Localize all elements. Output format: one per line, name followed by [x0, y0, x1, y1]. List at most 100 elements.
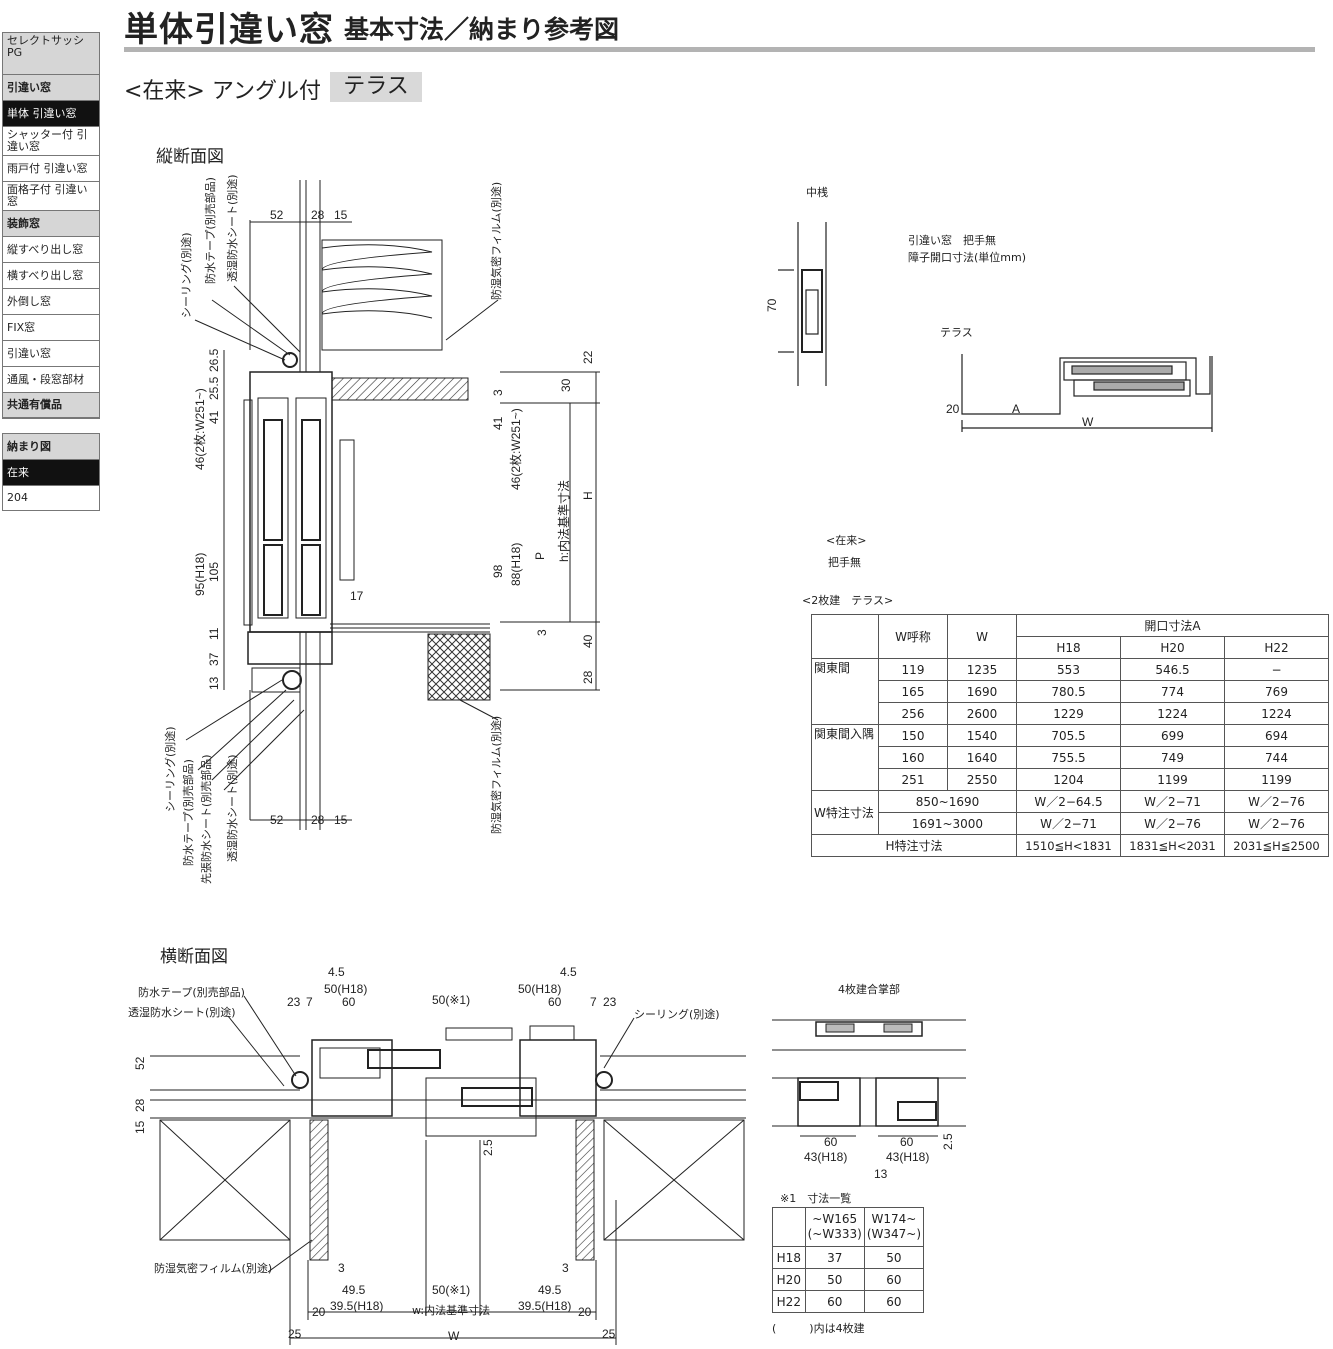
horizontal-section-drawing	[150, 995, 746, 1345]
sidebar-item-a-7[interactable]: 横すべり出し窓	[2, 262, 100, 288]
small-th-empty	[772, 1207, 806, 1247]
dim-right-28: 28	[581, 670, 595, 684]
table-caption-line1: <在来>	[826, 534, 866, 547]
table-cell: 1229	[1016, 702, 1121, 725]
sidebar-item-label: 共通有償品	[7, 398, 62, 411]
table-cell: 705.5	[1016, 724, 1121, 747]
hdim-w: W	[448, 1329, 460, 1343]
sidebar-item-b-1[interactable]: 在来	[2, 459, 100, 485]
table-cell: 546.5	[1120, 658, 1225, 681]
sidebar-item-label: 通風・段窓部材	[7, 372, 84, 386]
sidebar-item-label: 在来	[7, 465, 29, 479]
page-subtitle: 基本寸法／納まり参考図	[344, 15, 620, 44]
table-cell: 755.5	[1016, 746, 1121, 769]
hdim-20-left: 20	[312, 1305, 326, 1319]
dim-left-37: 37	[207, 652, 221, 666]
table-cell: 1831≦H<2031	[1120, 834, 1225, 857]
horizontal-section-annotations: 防水テープ(別売部品) 透湿防水シート(別途) シーリング(別途) 防湿気密フィ…	[128, 965, 720, 1343]
sidebar-item-a-2[interactable]: シャッター付 引違い窓	[2, 126, 100, 155]
table-cell: 1235	[947, 658, 1017, 681]
sidebar-item-a-0[interactable]: 引違い窓	[2, 74, 100, 100]
terrace-dim-20: 20	[946, 402, 960, 416]
four-panel-title: 4枚建合掌部	[838, 982, 900, 996]
th-empty	[811, 614, 879, 659]
table-cell: 1199	[1120, 768, 1225, 791]
four-dim-60-left: 60	[824, 1135, 838, 1149]
hdim-25-left: 25	[288, 1327, 302, 1341]
hlabel-sealing: シーリング(別途)	[634, 1007, 720, 1021]
hdim-49-5-right: 49.5	[538, 1283, 562, 1297]
sidebar-item-a-9[interactable]: FIX窓	[2, 314, 100, 340]
hdim-23-right: 23	[603, 995, 617, 1009]
mullion-drawing	[778, 222, 827, 386]
table-cell: H20	[772, 1268, 806, 1291]
table-cell: 780.5	[1016, 680, 1121, 703]
table-cell: 850~1690	[878, 790, 1017, 813]
dim-top-28: 28	[311, 208, 325, 222]
table-cell: W／2−71	[1120, 790, 1225, 813]
sidebar-item-a-6[interactable]: 縦すべり出し窓	[2, 236, 100, 262]
label-sealing-bottom: シーリング(別途)	[163, 726, 177, 812]
hdim-left-52: 52	[133, 1056, 147, 1070]
table-cell: 1510≦H<1831	[1016, 834, 1121, 857]
table-cell: 160	[878, 746, 948, 769]
hdim-39-5-left: 39.5(H18)	[330, 1299, 383, 1313]
table-cell: W／2−64.5	[1016, 790, 1121, 813]
four-panel-drawing	[772, 1019, 966, 1137]
sidebar-item-b-0[interactable]: 納まり図	[2, 433, 100, 459]
terrace-detail-drawing	[961, 354, 1213, 432]
terrace-tag: テラス	[330, 72, 422, 102]
sidebar-item-label: FIX窓	[7, 320, 36, 334]
sidebar-item-a-10[interactable]: 引違い窓	[2, 340, 100, 366]
dim-right-30: 30	[559, 378, 573, 392]
sidebar-item-a-4[interactable]: 面格子付 引違い窓	[2, 181, 100, 210]
sidebar-item-a-12[interactable]: 共通有償品	[2, 392, 100, 418]
table-cell: 699	[1120, 724, 1225, 747]
sidebar-item-a-5[interactable]: 装飾窓	[2, 210, 100, 236]
four-dim-60-right: 60	[900, 1135, 914, 1149]
dim-right-40: 40	[581, 634, 595, 648]
th-w-name: W呼称	[878, 614, 948, 659]
sidebar-item-a-3[interactable]: 雨戸付 引違い窓	[2, 155, 100, 181]
table-cell: 1640	[947, 746, 1017, 769]
hdim-4-5-right: 4.5	[560, 965, 577, 979]
sidebar-item-label: 縦すべり出し窓	[7, 242, 84, 256]
table-cell: W／2−76	[1120, 812, 1225, 835]
table-cell: W／2−76	[1224, 790, 1329, 813]
table-cell: H22	[772, 1290, 806, 1313]
table-cell: 251	[878, 768, 948, 791]
sidebar-product[interactable]: セレクトサッシ PG	[2, 32, 100, 74]
sidebar-item-a-11[interactable]: 通風・段窓部材	[2, 366, 100, 392]
table-cell: 60	[863, 1268, 925, 1291]
dim-left-46: 46(2枚:W251~)	[192, 388, 207, 470]
sidebar-item-label: 面格子付 引違い窓	[7, 183, 88, 208]
table-cell: 2600	[947, 702, 1017, 725]
dim-bottom-52: 52	[270, 813, 284, 827]
table-cell: H特注寸法	[811, 834, 1017, 857]
sidebar-item-label: 納まり図	[7, 439, 51, 453]
small-table-caption: ※1 寸法一覧	[780, 1191, 851, 1205]
sidebar-item-a-8[interactable]: 外倒し窓	[2, 288, 100, 314]
small-table-footnote: ( )内は4枚建	[772, 1321, 865, 1335]
sidebar-items: 引違い窓単体 引違い窓シャッター付 引違い窓雨戸付 引違い窓面格子付 引違い窓装…	[2, 74, 100, 418]
hdim-50-h18-left: 50(H18)	[324, 982, 367, 996]
note-line2: 障子開口寸法(単位mm)	[908, 250, 1026, 264]
table-cell: 50	[804, 1268, 865, 1291]
sidebar-item-b-2[interactable]: 204	[2, 485, 100, 511]
th-h22: H22	[1224, 636, 1329, 659]
table-cell: 2031≦H≦2500	[1224, 834, 1329, 857]
sidebar-item-a-1[interactable]: 単体 引違い窓	[2, 100, 100, 126]
table-cell: 1224	[1120, 702, 1225, 725]
table-cell: 関東間入隅	[811, 724, 879, 791]
dim-left-11: 11	[207, 627, 221, 640]
th-h18: H18	[1016, 636, 1121, 659]
sidebar-item-label: 204	[7, 491, 28, 504]
